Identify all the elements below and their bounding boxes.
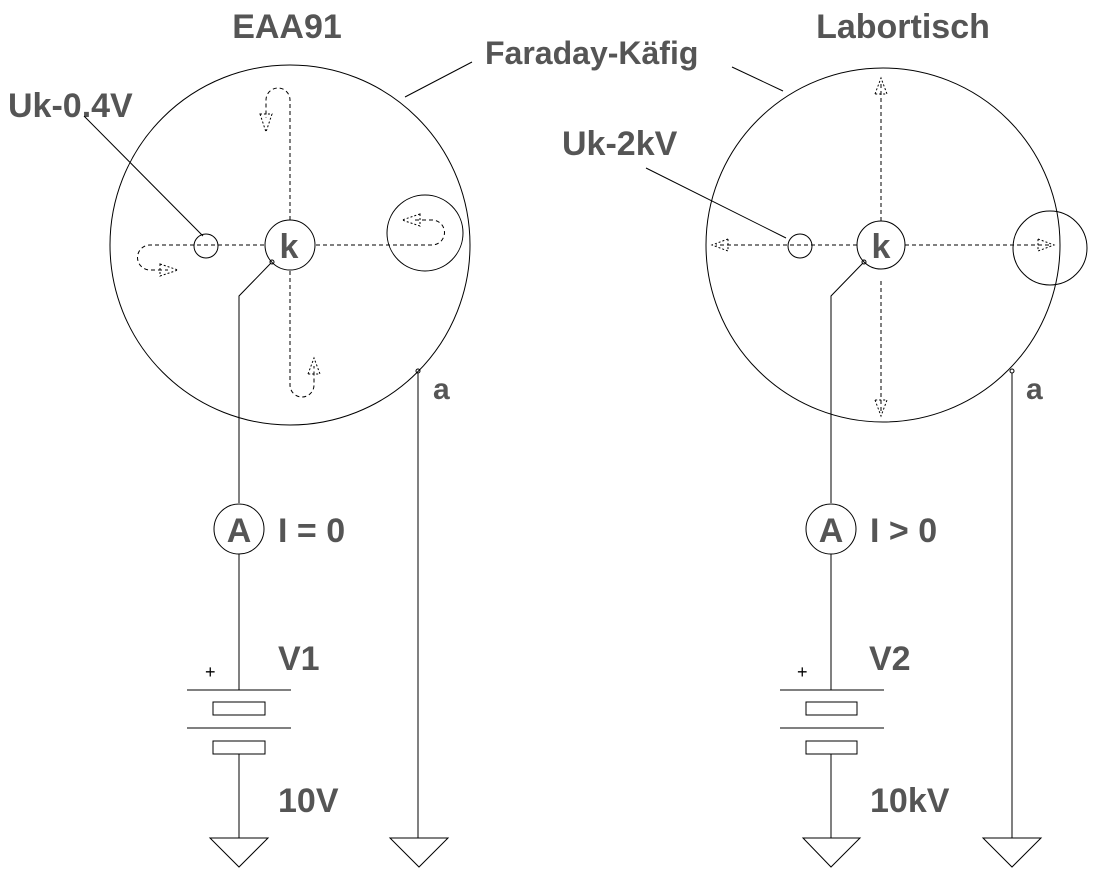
left-grid-electrode	[193, 233, 219, 259]
right-cathode-node	[861, 259, 867, 265]
right-arrow-down	[874, 399, 888, 418]
right-faraday-cage	[705, 67, 1061, 423]
left-plus-sign: +	[205, 662, 216, 682]
left-cathode-label: k	[280, 228, 299, 266]
right-ammeter-label: A	[819, 512, 844, 550]
left-faraday-cage	[109, 64, 471, 426]
left-ground-icon	[208, 837, 270, 868]
left-circuit: EAA91 Uk-0.4V k A I = 0 V1 +	[8, 8, 473, 868]
right-cathode-label: k	[872, 228, 891, 266]
right-battery-cell-1	[805, 701, 858, 716]
right-source-name: V2	[869, 640, 911, 678]
right-arrow-left	[710, 238, 729, 252]
faraday-cage-label: Faraday-Käfig	[485, 35, 698, 71]
right-battery-cell-2	[805, 740, 858, 755]
right-grid-leader	[645, 167, 787, 239]
left-anode-label: a	[433, 373, 450, 406]
right-cathode-wire	[830, 262, 864, 503]
right-plus-sign: +	[797, 662, 808, 682]
left-path-left	[137, 244, 264, 271]
left-cathode-node	[269, 259, 275, 265]
left-arrow-left	[159, 263, 180, 277]
right-current-label: I > 0	[870, 512, 937, 550]
right-grid-voltage-label: Uk-2kV	[562, 125, 678, 163]
left-source-name: V1	[278, 640, 320, 678]
left-cathode-wire	[238, 262, 272, 503]
right-anode-ring	[1012, 210, 1088, 286]
right-anode-node	[1009, 368, 1015, 374]
left-title: EAA91	[232, 8, 342, 46]
right-anode-ground-icon	[981, 837, 1043, 868]
right-arrow-up	[874, 76, 888, 95]
left-arrow-down	[307, 356, 321, 375]
left-anode-ground-icon	[388, 837, 450, 868]
right-cage-leader	[731, 66, 784, 92]
left-cage-leader	[404, 61, 473, 98]
left-grid-voltage-label: Uk-0.4V	[8, 87, 133, 125]
right-anode-label: a	[1026, 373, 1043, 406]
left-battery-cell-1	[212, 701, 266, 716]
left-anode-ring	[386, 194, 464, 272]
left-current-label: I = 0	[278, 512, 345, 550]
right-ground-icon	[801, 837, 862, 868]
right-title: Labortisch	[816, 8, 990, 46]
left-arrow-up	[259, 113, 273, 134]
left-path-up	[265, 87, 291, 220]
left-arrow-right	[400, 213, 421, 227]
left-path-right	[316, 219, 445, 246]
left-battery-cell-2	[212, 740, 266, 755]
left-ammeter-label: A	[227, 512, 252, 550]
left-source-value: 10V	[278, 782, 339, 820]
right-circuit: Labortisch Uk-2kV k A I > 0 V2 + 10kV	[562, 8, 1088, 868]
right-source-value: 10kV	[870, 782, 950, 820]
right-grid-electrode	[787, 233, 813, 259]
left-path-down	[289, 271, 315, 398]
left-grid-leader	[83, 115, 204, 237]
right-arrow-right	[1037, 238, 1056, 252]
